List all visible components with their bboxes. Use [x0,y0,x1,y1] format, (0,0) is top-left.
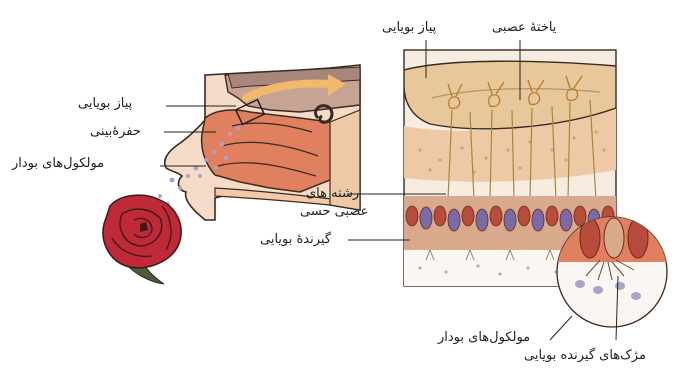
rose-illustration [103,195,181,284]
label-sensory-fibers-1: رشته های [306,186,359,201]
leader-odor-molecules-right [550,316,572,340]
label-odor-molecules-right: مولکول‌های بودار [438,330,530,345]
label-receptor-cilia: مژک‌های گیرنده بویایی [524,348,646,363]
label-odor-molecules-left: مولکول‌های بودار [12,156,104,171]
label-olfactory-bulb-top: پیاز بویایی [382,20,436,35]
label-nasal-cavity: حفرۀبینی [90,124,141,139]
label-olfactory-bulb-left: پیاز بویایی [78,96,132,111]
zoom-circle [556,216,668,327]
label-nerve-cell: یاختۀ عصبی [492,20,556,35]
label-olfactory-receptor: گیرندۀ بویایی [260,232,331,247]
label-sensory-fibers-2: عصبی حسی [300,204,368,219]
